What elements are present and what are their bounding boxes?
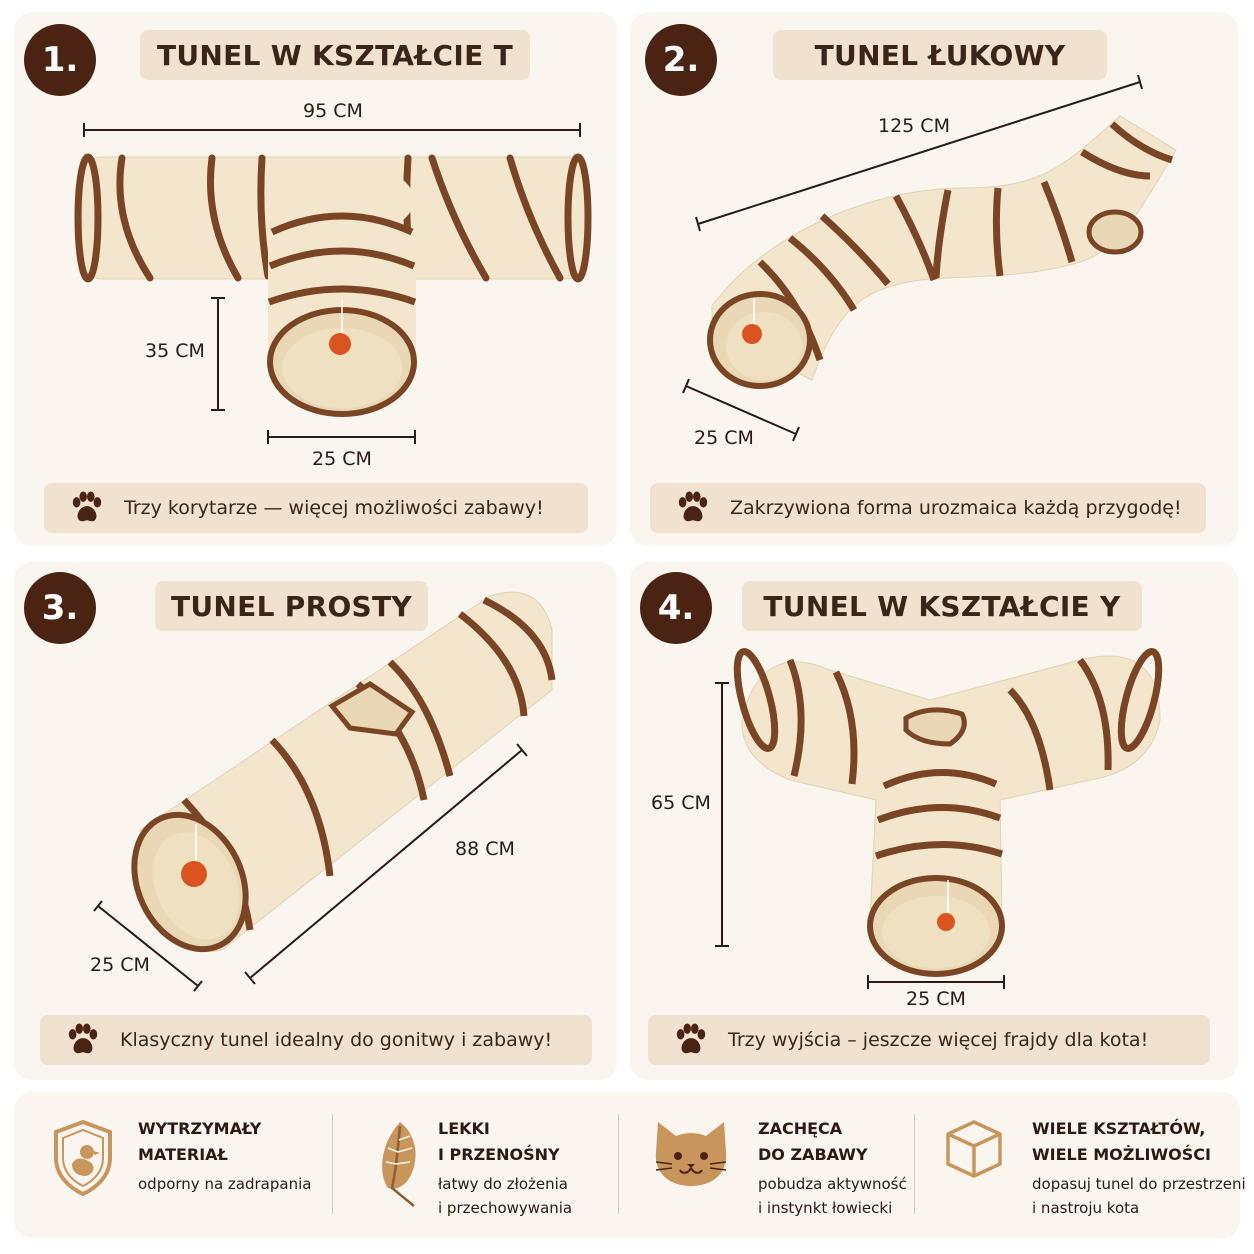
paw-icon [68,1023,98,1054]
shield-bird-icon [54,1119,112,1197]
feature-durable-material: WYTRZYMAŁY MATERIAŁ odporny na zadrapani… [50,1112,330,1222]
feature-divider [618,1114,619,1214]
dimension-label: 25 CM [90,954,150,976]
caption-text: Trzy wyjścia – jeszcze więcej frajdy dla… [728,1029,1149,1051]
paw-icon [72,491,102,522]
panel-number-badge: 1. [24,24,96,96]
panel-caption: Zakrzywiona forma urozmaica każdą przygo… [650,483,1206,533]
paw-icon [678,491,708,522]
feature-divider [332,1114,333,1214]
panel-number-badge: 3. [24,572,96,644]
panel-caption: Trzy wyjścia – jeszcze więcej frajdy dla… [648,1015,1210,1065]
dimension-label: 25 CM [906,988,966,1010]
feather-icon [382,1122,416,1207]
dimension-label: 35 CM [145,340,205,362]
dimension-label: 25 CM [694,427,754,449]
dimension-label: 125 CM [878,115,950,137]
panel-title: TUNEL PROSTY [155,581,428,631]
dimension-label: 95 CM [303,100,363,122]
features-strip: WYTRZYMAŁY MATERIAŁ odporny na zadrapani… [14,1092,1246,1238]
feature-description: i instynkt łowiecki [758,1199,893,1217]
feature-many-shapes: WIELE KSZTAŁTÓW, WIELE MOŻLIWOŚCI dopasu… [944,1112,1246,1222]
feature-heading: WIELE KSZTAŁTÓW, [1032,1119,1206,1138]
feature-light-portable: LEKKI I PRZENOŚNY łatwy do złożenia i pr… [370,1112,630,1222]
feature-description: odporny na zadrapania [138,1175,312,1193]
caption-text: Zakrzywiona forma urozmaica każdą przygo… [730,497,1182,519]
panel-caption: Klasyczny tunel idealny do gonitwy i zab… [40,1015,592,1065]
feature-divider [914,1114,915,1214]
dimension-label: 88 CM [455,838,515,860]
panel-title: TUNEL W KSZTAŁCIE T [140,30,530,80]
caption-text: Klasyczny tunel idealny do gonitwy i zab… [120,1029,553,1051]
dimension-label: 65 CM [651,792,711,814]
feature-heading: MATERIAŁ [138,1145,228,1164]
feature-description: i nastroju kota [1032,1199,1140,1217]
feature-description: dopasuj tunel do przestrzeni [1032,1175,1246,1193]
panel-straight-tunnel [14,562,617,1080]
panel-arc-tunnel [630,12,1238,546]
paw-icon [676,1023,706,1054]
cat-face-icon [655,1122,727,1186]
cube-icon [946,1120,1002,1178]
panel-number-badge: 4. [640,572,712,644]
dimension-label: 25 CM [312,448,372,470]
feature-heading: WIELE MOŻLIWOŚCI [1032,1145,1211,1164]
panel-title: TUNEL ŁUKOWY [773,30,1107,80]
panel-title: TUNEL W KSZTAŁCIE Y [742,581,1142,631]
feature-description: pobudza aktywność [758,1175,907,1193]
feature-heading: WYTRZYMAŁY [138,1119,262,1138]
feature-description: i przechowywania [438,1199,573,1217]
feature-heading: I PRZENOŚNY [438,1145,560,1164]
panel-caption: Trzy korytarze — więcej możliwości zabaw… [44,483,588,533]
feature-heading: ZACHĘCA [758,1119,843,1138]
feature-description: łatwy do złożenia [438,1175,568,1193]
feature-heading: LEKKI [438,1119,490,1138]
feature-heading: DO ZABAWY [758,1145,868,1164]
caption-text: Trzy korytarze — więcej możliwości zabaw… [124,497,544,519]
panel-number-badge: 2. [645,24,717,96]
feature-encourages-play: ZACHĘCA DO ZABAWY pobudza aktywność i in… [650,1112,930,1222]
